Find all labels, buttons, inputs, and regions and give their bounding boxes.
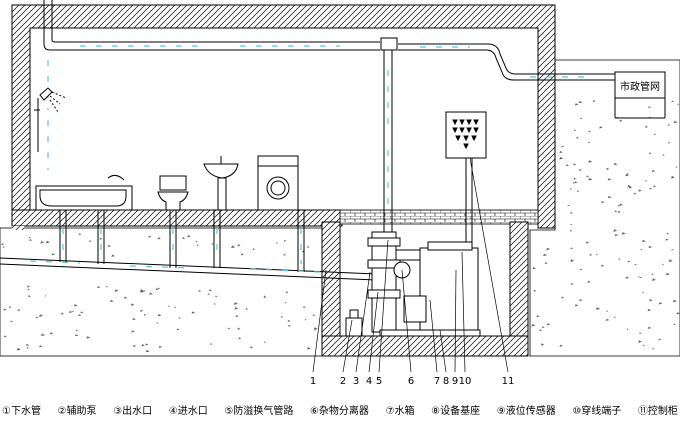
callout-leader — [368, 291, 379, 373]
drain-pipes — [0, 0, 615, 281]
legend-item: ⑪控制柜 — [637, 406, 678, 417]
indicator-light — [452, 119, 458, 126]
callout-leader — [454, 269, 457, 373]
bathtub-fixture — [35, 174, 133, 211]
callout-leader — [469, 157, 509, 373]
indicator-light — [455, 135, 461, 142]
flow-arrow — [129, 265, 191, 269]
municipal-network-box: 市政管网 — [614, 71, 666, 119]
callout-number: 8 — [443, 376, 449, 387]
legend-item: ⑥杂物分离器 — [309, 406, 369, 417]
indicator-light — [473, 119, 479, 126]
municipal-network-label: 市政管网 — [620, 80, 660, 93]
callout-number: 9 — [452, 376, 458, 387]
callout-number: 10 — [459, 376, 472, 387]
callout-number: 1 — [310, 376, 316, 387]
indicator-light — [471, 135, 477, 142]
indicator-light — [466, 127, 472, 134]
indicator-light — [466, 119, 472, 126]
indicator-light — [459, 119, 465, 126]
legend-item: ⑧设备基座 — [431, 406, 481, 417]
callout-leader — [378, 239, 389, 373]
legend-item: ④进水口 — [168, 406, 208, 417]
legend-item: ③出水口 — [113, 406, 153, 417]
legend-item: ⑤防溢换气管路 — [224, 406, 294, 417]
ground-speckles — [1, 100, 680, 353]
callout-leader — [355, 271, 371, 373]
callout-number: 5 — [376, 376, 382, 387]
indicator-light — [463, 143, 469, 150]
legend-item: ②辅助泵 — [57, 406, 97, 417]
indicator-light — [473, 127, 479, 134]
callout-leader — [401, 269, 412, 373]
toilet-fixture — [157, 175, 189, 211]
legend-item: ⑩穿线端子 — [572, 406, 622, 417]
legend: ①下水管 ②辅助泵 ③出水口 ④进水口 ⑤防溢换气管路 ⑥杂物分离器 ⑦水箱 ⑧设备基座 ⑨液位… — [2, 402, 678, 420]
washbasin-fixture — [203, 156, 239, 211]
legend-item: ⑨液位传感器 — [496, 406, 556, 417]
building-walls — [11, 4, 556, 357]
callout-leader — [312, 269, 327, 373]
control-cabinet — [445, 111, 487, 252]
indicator-light — [463, 135, 469, 142]
shower-fixture — [34, 87, 67, 152]
callout-leader — [461, 251, 466, 373]
legend-item: ⑦水箱 — [385, 406, 415, 417]
callout-number: 2 — [340, 376, 346, 387]
callout-number: 11 — [502, 376, 515, 387]
washing-machine-fixture — [257, 155, 299, 211]
callout-number: 4 — [366, 376, 372, 387]
callout-number: 6 — [408, 376, 414, 387]
flow-arrow — [249, 268, 321, 273]
lift-station-equipment — [345, 231, 481, 337]
callout-leader — [342, 319, 353, 373]
legend-item: ①下水管 — [2, 406, 41, 417]
indicator-light — [452, 127, 458, 134]
callout-number: 3 — [353, 376, 359, 387]
indicator-light — [459, 127, 465, 134]
callout-leader — [429, 299, 438, 373]
water-flow-arrows — [29, 45, 590, 273]
callout-number: 7 — [434, 376, 440, 387]
ground-right — [529, 59, 680, 357]
callout-leader — [439, 329, 447, 373]
